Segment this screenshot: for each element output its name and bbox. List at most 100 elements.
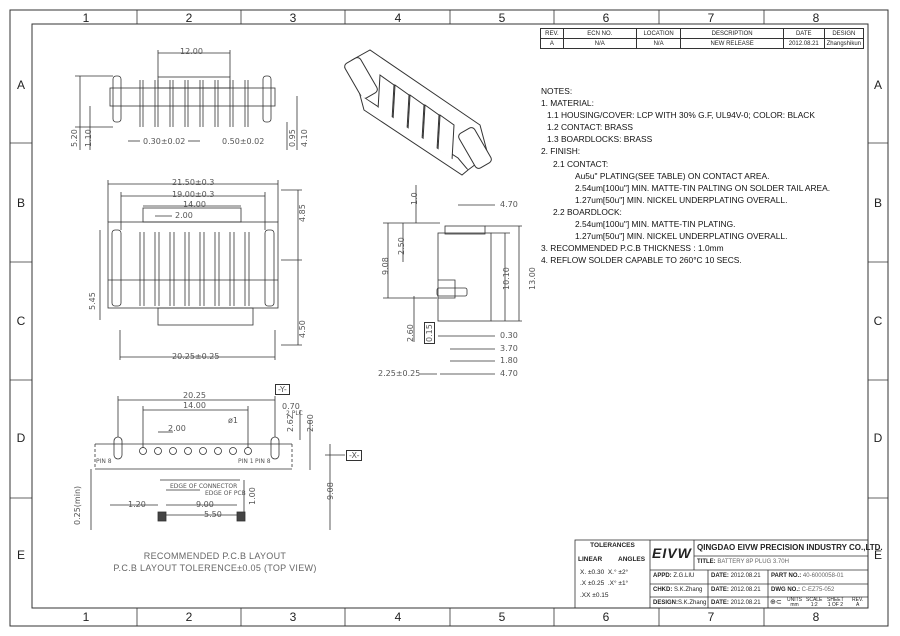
tol-cell: ±1° (618, 580, 629, 587)
dim-w1900: 19.00±0.3 (172, 190, 215, 199)
tol-angles-header: ANGLES (618, 556, 646, 563)
date-label: DATE: (711, 573, 729, 579)
date-value: 2012.08.21 (730, 600, 761, 606)
side-view (383, 185, 522, 375)
edge-of-pcb-label: EDGE OF PCB (205, 490, 246, 497)
dim-w2150: 21.50±0.3 (172, 178, 215, 187)
description-value: NEW RELEASE (680, 38, 784, 49)
dim-p120: 1.20 (128, 500, 146, 509)
date-value: 2012.08.21 (730, 587, 761, 593)
dim-s250: 2.50 (397, 237, 406, 255)
col-label-4-bottom: 4 (394, 610, 402, 624)
col-label-5-bottom: 5 (498, 610, 506, 624)
layout-caption-line2: P.C.B LAYOUT TOLERENCE±0.05 (TOP VIEW) (113, 563, 317, 573)
note-line: 1.1 HOUSING/COVER: LCP WITH 30% G.F, UL9… (547, 110, 815, 121)
dim-pitch-b: 0.50±0.02 (222, 137, 265, 146)
dim-h095: 0.95 (288, 129, 297, 147)
datum-y: -Y- (275, 384, 290, 395)
note-line: 2. FINISH: (541, 146, 581, 157)
date-value: 2012.08.21 (730, 573, 761, 579)
date-row-2: DATE: 2012.08.21 (711, 587, 761, 593)
middle-view (99, 180, 302, 360)
pin8-label-right: PIN 8 (255, 458, 271, 465)
title-value: BATTERY 8P PLUG 3.70H (717, 559, 789, 565)
tol-cell: ±0.30 (587, 569, 605, 576)
sheet-cell: SHEET 1 OF 2 (827, 598, 844, 608)
col-label-6: 6 (602, 11, 610, 25)
dim-p900: 9.00 (196, 500, 214, 509)
note-line: 1.27um[50u"] MIN. NICKEL UNDERPLATING OV… (575, 231, 788, 242)
col-label-2-bottom: 2 (185, 610, 193, 624)
design-label: DESIGN: (653, 600, 679, 606)
date-row-3: DATE: 2012.08.21 (711, 600, 761, 606)
title-row: TITLE: BATTERY 8P PLUG 3.70H (697, 559, 789, 565)
col-label-8-bottom: 8 (812, 610, 820, 624)
tol-linear-header: LINEAR (578, 556, 603, 563)
chkd-row: CHKD: S.K.Zhang (653, 587, 702, 593)
dim-h450: 4.50 (298, 320, 307, 338)
sheet-value: 1 OF 2 (827, 602, 843, 608)
col-label-5: 5 (498, 11, 506, 25)
appd-row: APPD: Z.G.LIU (653, 573, 694, 579)
tol-cell: ±0.25 (587, 580, 605, 587)
edge-of-connector-label: EDGE OF CONNECTOR (170, 483, 238, 490)
col-label-7: 7 (707, 11, 715, 25)
tol-row-3: .XX ±0.15 (580, 592, 609, 599)
dim-p1400: 14.00 (183, 401, 206, 410)
layout-caption-line1: RECOMMENDED P.C.B LAYOUT (143, 551, 287, 561)
dim-h520: 5.20 (70, 129, 79, 147)
scale-label: SCALE (806, 597, 823, 603)
isometric-view (344, 49, 492, 176)
dim-s470: 4.70 (500, 200, 518, 209)
col-label-1: 1 (82, 11, 90, 25)
top-view (75, 50, 298, 150)
dim-s260: 2.60 (406, 324, 415, 342)
rev-value-tb: A (855, 602, 860, 608)
dim-p100: 1.00 (248, 487, 257, 505)
dim-w1400: 14.00 (183, 200, 206, 209)
col-label-4: 4 (394, 11, 402, 25)
appd-value: Z.G.LIU (673, 573, 695, 579)
date-label: DATE: (711, 600, 729, 606)
dim-s1300: 13.00 (528, 267, 537, 290)
tol-row-2: .X ±0.25 .X° ±1° (580, 580, 628, 587)
tol-cell: ±0.15 (592, 592, 609, 599)
units-cell: UNITS mm (787, 598, 802, 608)
pin1-label-left: PIN 8 (96, 458, 112, 465)
col-label-7-bottom: 7 (707, 610, 715, 624)
dim-p025: 0.25(min) (73, 485, 82, 525)
dim-p262: 2.62 (286, 414, 295, 432)
pcb-layout-view (90, 396, 345, 530)
part-label: PART NO.: (771, 573, 802, 579)
dim-p2plc: 2 PLC (286, 410, 303, 417)
dim-p2025: 20.25 (183, 391, 206, 400)
company-logo: EIVW (652, 545, 692, 561)
note-line: 3. RECOMMENDED P.C.B THICKNESS : 1.0mm (541, 243, 724, 254)
row-label-b-right: B (873, 196, 882, 210)
note-line: 1. MATERIAL: (541, 98, 594, 109)
note-line: 2.54um[100u"] MIN. MATTE-TIN PLATING. (575, 219, 736, 230)
scale-cell: SCALE 1:2 (806, 598, 822, 608)
row-label-e-right: E (873, 548, 882, 562)
dim-p200: 2.00 (168, 424, 186, 433)
dim-h485: 4.85 (298, 204, 307, 222)
tol-cell: .XX (580, 592, 591, 599)
date-label: DATE: (711, 587, 729, 593)
dim-s10: 1.0 (410, 192, 419, 205)
tolerances-title: TOLERANCES (590, 542, 635, 549)
title-block-frame (574, 539, 869, 609)
note-line: 1.3 BOARDLOCKS: BRASS (547, 134, 653, 145)
note-line: 4. REFLOW SOLDER CAPABLE TO 260°C 10 SEC… (541, 255, 742, 266)
company-name: QINGDAO EIVW PRECISION INDUSTRY CO.,LTD. (697, 543, 883, 552)
row-label-d-right: D (873, 431, 883, 445)
tol-cell: .X (580, 580, 587, 587)
note-line: 2.1 CONTACT: (553, 158, 609, 169)
dim-s180: 1.80 (500, 356, 518, 365)
part-row: PART NO.: 40-6000058-01 (771, 573, 844, 579)
dim-s1010: 10.10 (502, 267, 511, 290)
dim-p070: 0.70 (282, 402, 300, 411)
col-label-6-bottom: 6 (602, 610, 610, 624)
col-label-8: 8 (812, 11, 820, 25)
col-label-2: 2 (185, 11, 193, 25)
